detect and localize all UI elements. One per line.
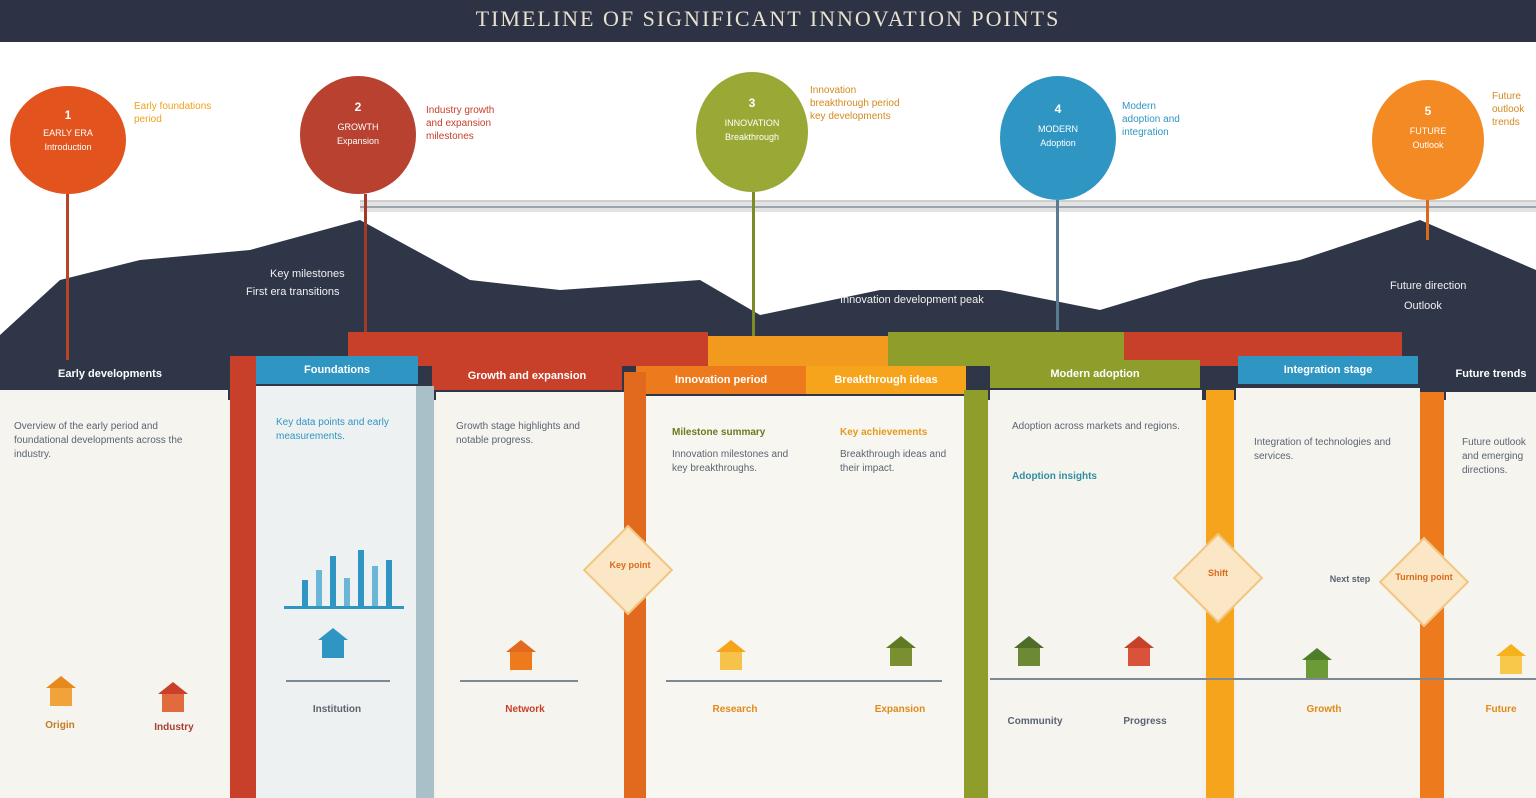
icon-caption: Research xyxy=(712,704,758,715)
panel xyxy=(1446,392,1536,798)
mountain-label: Innovation development peak xyxy=(840,294,984,306)
icon-caption: Future xyxy=(1485,704,1517,715)
icon-caption: Community xyxy=(1007,716,1063,727)
house-icon xyxy=(1494,644,1528,678)
divider-line xyxy=(460,680,578,682)
panel xyxy=(0,390,228,798)
mini-bar-graphic xyxy=(284,550,404,609)
divider-line xyxy=(286,680,390,682)
balloon-line: INNOVATION xyxy=(724,118,780,128)
mountain-label: Future direction xyxy=(1390,280,1467,292)
column-header: Growth and expansion xyxy=(432,362,622,390)
diamond-label: Turning point xyxy=(1395,572,1453,582)
column-header: Integration stage xyxy=(1238,356,1418,384)
panel-text: Innovation milestones and key breakthrou… xyxy=(672,449,789,474)
balloon-line: FUTURE xyxy=(1409,126,1447,136)
column-header: Modern adoption xyxy=(990,360,1200,388)
balloon-4: 4 MODERN Adoption xyxy=(1000,76,1116,200)
balloon-heading: 5 xyxy=(1424,104,1432,118)
band-orange xyxy=(708,336,888,370)
column-header: Foundations xyxy=(256,356,418,384)
balloon-string xyxy=(364,194,367,334)
balloon-5: 5 FUTURE Outlook xyxy=(1372,80,1484,200)
panel-text: Growth stage highlights and notable prog… xyxy=(456,421,580,446)
column-header: Innovation period xyxy=(636,366,806,394)
balloon-line: GROWTH xyxy=(337,122,379,132)
panel-text: Future outlook and emerging directions. xyxy=(1462,437,1526,476)
tree-icon xyxy=(884,636,918,670)
house-icon xyxy=(1300,648,1334,682)
panel xyxy=(990,390,1202,798)
column-header: Breakthrough ideas xyxy=(806,366,966,394)
house-icon xyxy=(156,682,190,716)
icon-caption: Origin xyxy=(45,720,75,731)
pillar-olive xyxy=(964,390,988,798)
column-header: Early developments xyxy=(0,360,220,388)
house-icon xyxy=(1012,636,1046,670)
balloon-line: Introduction xyxy=(44,142,92,152)
header-bar xyxy=(0,0,1536,42)
panel-text: Overview of the early period and foundat… xyxy=(14,421,183,460)
section-heading: Adoption insights xyxy=(1012,471,1097,482)
balloon-3: 3 INNOVATION Breakthrough xyxy=(696,72,808,192)
balloon-heading: 4 xyxy=(1054,102,1062,116)
balloon-line: MODERN xyxy=(1038,124,1078,134)
panel-text: Key data points and early measurements. xyxy=(276,417,389,442)
section-heading: Key achievements xyxy=(840,427,928,438)
timeline-rail-line xyxy=(360,206,1536,208)
balloon-line: Breakthrough xyxy=(724,132,780,142)
house-icon xyxy=(504,640,538,674)
balloon-string xyxy=(1056,200,1059,330)
balloon-1: 1 EARLY ERA Introduction xyxy=(10,86,126,194)
divider-line xyxy=(990,678,1536,680)
balloon-string xyxy=(1426,200,1429,240)
balloon-heading: 1 xyxy=(64,108,72,122)
panel-text: Integration of technologies and services… xyxy=(1254,437,1391,462)
balloon-heading: 3 xyxy=(748,96,756,110)
section-heading: Milestone summary xyxy=(672,427,766,438)
icon-caption: Expansion xyxy=(874,704,926,715)
diamond-label: Key point xyxy=(609,560,651,570)
pillar-blue xyxy=(416,386,434,798)
balloon-line: Adoption xyxy=(1040,138,1076,148)
divider-line xyxy=(666,680,942,682)
institution-icon xyxy=(316,628,350,662)
balloon-heading: 2 xyxy=(354,100,362,114)
panel-text: Breakthrough ideas and their impact. xyxy=(840,449,947,474)
column-header: Future trends xyxy=(1446,360,1536,388)
icon-caption: Progress xyxy=(1123,716,1167,727)
chart-up-icon xyxy=(1122,636,1156,670)
pillar-red xyxy=(230,356,256,798)
icon-caption: Network xyxy=(505,704,545,715)
mountain-label: First era transitions xyxy=(246,286,340,298)
icon-caption: Industry xyxy=(154,722,194,733)
balloon-line: Outlook xyxy=(1412,140,1444,150)
mountain-label: Key milestones xyxy=(270,268,345,280)
panel xyxy=(436,392,626,798)
panel-text: Adoption across markets and regions. xyxy=(1012,421,1180,432)
balloon-2: 2 GROWTH Expansion xyxy=(300,76,416,194)
panel xyxy=(646,396,964,798)
balloon-string xyxy=(752,192,755,342)
house-icon xyxy=(44,676,78,710)
balloon-string xyxy=(66,194,69,364)
icon-caption: Growth xyxy=(1306,704,1342,715)
balloon-line: EARLY ERA xyxy=(43,128,93,138)
house-icon xyxy=(714,640,748,674)
diamond-label: Next step xyxy=(1329,574,1371,584)
diamond-label: Shift xyxy=(1208,568,1228,578)
balloon-line: Expansion xyxy=(336,136,380,146)
mountain-label: Outlook xyxy=(1404,300,1442,312)
page-title: TIMELINE OF SIGNIFICANT INNOVATION POINT… xyxy=(475,6,1061,31)
icon-caption: Institution xyxy=(312,704,362,715)
